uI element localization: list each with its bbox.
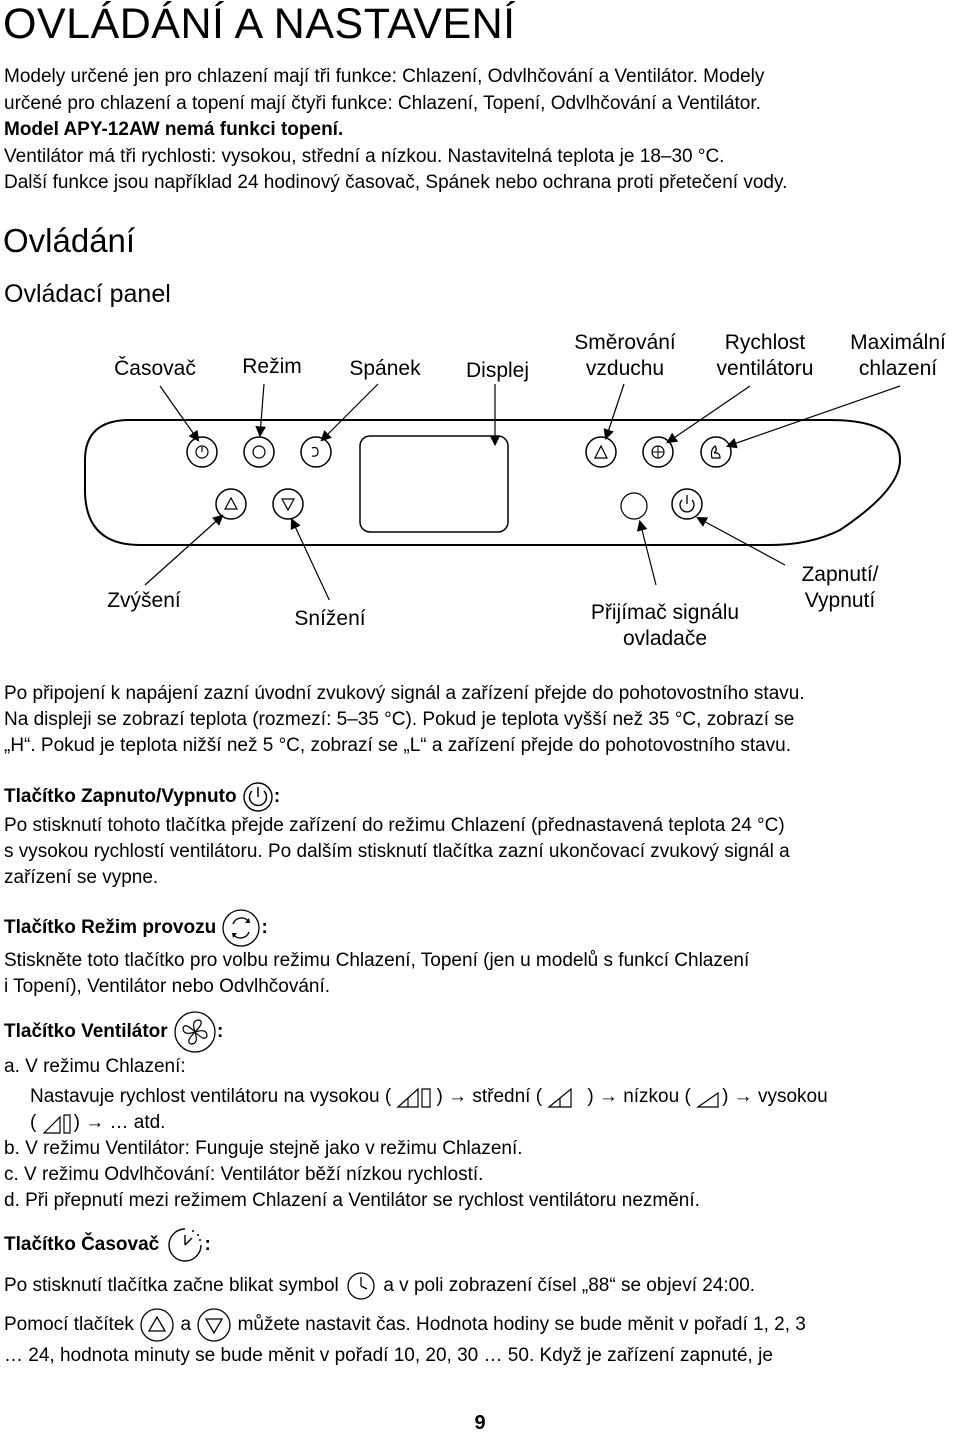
- down-arrow-icon: [197, 1308, 231, 1342]
- timer-icon: [167, 1228, 202, 1262]
- power-icon: [243, 782, 273, 812]
- label-power: Zapnutí/ Vypnutí: [801, 563, 879, 612]
- leader-max-cooling: [725, 385, 901, 449]
- down-button: [272, 488, 304, 520]
- leader-power: [696, 516, 786, 566]
- power-section-title: Tlačítko Zapnuto/Vypnuto: [4, 786, 237, 808]
- leader-up: [144, 514, 224, 586]
- power-section: Tlačítko Zapnuto/Vypnuto : Po stisknutí …: [4, 781, 956, 891]
- mode-section-title: Tlačítko Režim provozu: [4, 917, 217, 939]
- up-arrow-icon: [140, 1308, 174, 1342]
- power-button: [671, 488, 703, 520]
- startup-paragraph: Po připojení k napájení zazní úvodní zvu…: [4, 683, 805, 756]
- label-sleep: Spánek: [349, 357, 421, 380]
- label-signal-receiver: Přijímač signálu ovladače: [590, 601, 740, 650]
- fan-speed-button: [642, 436, 674, 468]
- label-down: Snížení: [294, 607, 366, 630]
- fan-speed-medium-icon: [547, 1087, 572, 1108]
- fan-speed-high-icon: [42, 1114, 71, 1134]
- intro-line: Model APY-12AW nemá funkci topení.: [4, 119, 344, 140]
- sleep-button: [300, 436, 332, 468]
- intro-line: Ventilátor má tři rychlosti: vysokou, st…: [4, 145, 725, 167]
- fan-section-title: Tlačítko Ventilátor: [4, 1021, 168, 1043]
- mode-section: Tlačítko Režim provozu : Stiskněte toto …: [4, 908, 956, 1000]
- mode-button: [243, 436, 275, 468]
- fan-speed-low-icon: [696, 1091, 719, 1108]
- fan-section: Tlačítko Ventilátor : a. V režimu Chlaze…: [4, 1010, 956, 1214]
- timer-button: [186, 436, 218, 468]
- intro-line: Modely určené jen pro chlazení mají tři …: [4, 66, 765, 87]
- leader-air-direction: [603, 383, 625, 441]
- timer-section: Tlačítko Časovač : Po stisknutí tlačítka…: [4, 1225, 956, 1369]
- intro-paragraph: Modely určené jen pro chlazení mají tři …: [4, 64, 954, 197]
- leader-mode: [255, 383, 267, 438]
- label-max-cooling: Maximální chlazení: [850, 331, 946, 380]
- label-timer: Časovač: [114, 357, 196, 380]
- intro-line: Další funkce jsou například 24 hodinový …: [4, 172, 788, 193]
- page-title: OVLÁDÁNÍ A NASTAVENÍ: [3, 0, 516, 48]
- display-window: [359, 435, 509, 533]
- up-button: [215, 488, 247, 520]
- fan-speed-high-icon: [396, 1087, 432, 1108]
- label-air-direction: Směrování vzduchu: [574, 331, 676, 380]
- leader-fan-speed: [666, 385, 751, 444]
- leader-sleep: [320, 383, 379, 442]
- clock-symbol-icon: [347, 1272, 375, 1300]
- signal-receiver: [620, 492, 648, 520]
- air-direction-button: [585, 436, 617, 468]
- section-title: Ovládání: [3, 222, 136, 259]
- label-display: Displej: [465, 359, 530, 382]
- timer-section-title: Tlačítko Časovač: [4, 1234, 160, 1256]
- label-mode: Režim: [242, 355, 302, 378]
- subsection-title: Ovládací panel: [4, 280, 171, 308]
- intro-line: určené pro chlazení a topení mají čtyři …: [4, 92, 761, 114]
- leader-down: [290, 518, 330, 600]
- fan-icon: [174, 1011, 216, 1053]
- leader-timer: [159, 385, 200, 442]
- mode-icon: [222, 909, 261, 947]
- control-panel-diagram: [84, 383, 902, 600]
- label-fan-speed: Rychlost ventilátoru: [716, 331, 814, 380]
- leader-receiver: [636, 519, 657, 586]
- page-number: 9: [474, 1412, 486, 1434]
- max-cooling-button: [700, 436, 732, 468]
- label-up: Zvýšení: [107, 589, 181, 612]
